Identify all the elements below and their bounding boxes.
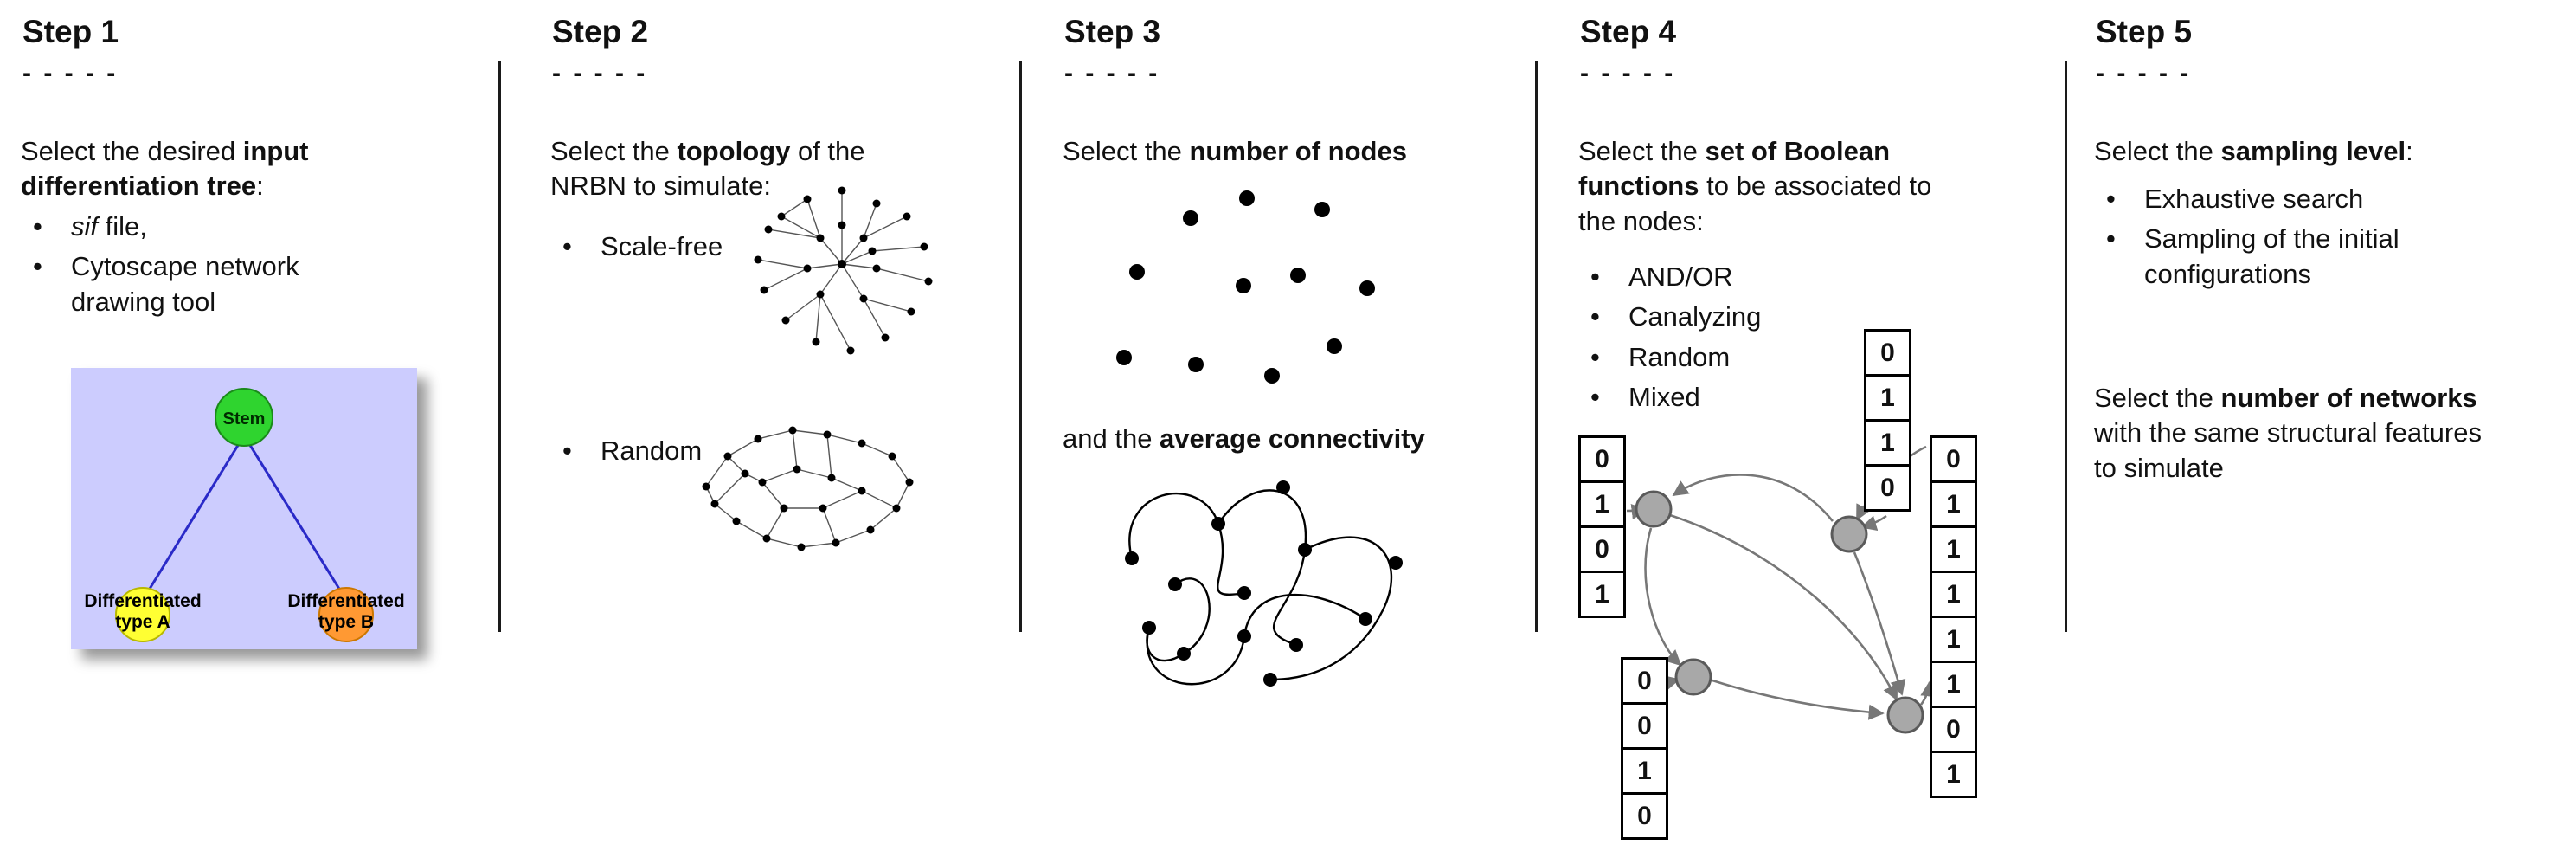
differentiation-tree-figure: Stem Differentiated type A Differentiate… (71, 368, 417, 649)
step-5-title: Step 5 (2096, 14, 2193, 49)
bullet-sampling-initial: Sampling of the initial configurations (2094, 222, 2490, 292)
bullet-mixed: Mixed (1578, 380, 2050, 416)
truth-table-cell: 0 (1578, 435, 1626, 483)
truth-table-cell: 1 (1930, 661, 1977, 708)
step-2-column: Step 2 - - - - - Select the topology of … (550, 0, 1009, 851)
step-3-intro: Select the number of nodes (1063, 136, 1407, 166)
truth-table-cell: 1 (1930, 571, 1977, 618)
truth-table-cell: 0 (1621, 792, 1668, 840)
boolean-network-graph (1626, 445, 1937, 734)
bullet-cytoscape: Cytoscape network drawing tool (21, 249, 357, 319)
truth-table-left: 0 1 0 1 (1578, 435, 1626, 618)
truth-table-cell: 1 (1930, 525, 1977, 573)
step-2-intro: Select the topology of the NRBN to simul… (550, 136, 865, 202)
truth-table-cell: 0 (1621, 702, 1668, 750)
truth-table-top: 0 1 1 0 (1864, 329, 1911, 512)
column-divider (1019, 61, 1022, 632)
step-5-dashes: - - - - - (2096, 59, 2192, 87)
step-1-title: Step 1 (22, 14, 119, 49)
scale-free-network-figure (754, 186, 933, 355)
step-4-column: Step 4 - - - - - Select the set of Boole… (1578, 0, 2050, 851)
step-5-networks-text: Select the number of networks with the s… (2094, 383, 2482, 483)
nodes-dots-figure (1116, 190, 1375, 384)
truth-table-bottom-left: 0 0 1 0 (1621, 657, 1668, 840)
truth-table-right: 0 1 1 1 1 1 0 1 (1930, 435, 1977, 798)
step-1-column: Step 1 - - - - - Select the desired inpu… (21, 0, 492, 851)
step-5-bullet-list: Exhaustive search Sampling of the initia… (2094, 182, 2566, 297)
network-node (1674, 658, 1712, 696)
truth-table-cell: 0 (1930, 706, 1977, 753)
stem-node (215, 388, 273, 447)
column-divider (2065, 61, 2067, 632)
step-5-column: Step 5 - - - - - Select the sampling lev… (2094, 0, 2566, 851)
truth-table-cell: 1 (1864, 419, 1911, 467)
step-4-intro: Select the set of Boolean functions to b… (1578, 136, 1932, 236)
type-a-label: Differentiated type A (84, 591, 202, 632)
column-divider (1535, 61, 1538, 632)
connectivity-graph-figure (1125, 480, 1403, 687)
type-b-node (318, 587, 374, 642)
truth-table-cell: 1 (1578, 480, 1626, 528)
step-1-dashes: - - - - - (22, 59, 119, 87)
step-5-intro: Select the sampling level: (2094, 136, 2413, 166)
stem-label: Stem (222, 409, 266, 429)
truth-table-cell: 0 (1621, 657, 1668, 705)
tree-edge (242, 435, 348, 601)
truth-table-cell: 1 (1621, 747, 1668, 795)
step-2-bullet-list: Scale-free Random (550, 229, 1009, 474)
column-divider (498, 61, 501, 632)
truth-table-cell: 1 (1930, 616, 1977, 663)
bullet-scale-free: Scale-free (550, 229, 1009, 265)
step-3-title: Step 3 (1064, 14, 1161, 49)
step-2-title: Step 2 (552, 14, 649, 49)
step-4-title: Step 4 (1580, 14, 1677, 49)
random-network-figure (702, 426, 914, 551)
bullet-canalyzing: Canalyzing (1578, 300, 2050, 335)
network-node (1830, 515, 1868, 553)
type-b-label: Differentiated type B (287, 591, 405, 632)
step-4-bullet-list: AND/OR Canalyzing Random Mixed (1578, 260, 2050, 420)
boolean-network-figure: 0 1 0 1 0 1 1 0 0 0 1 0 0 1 1 1 (1578, 294, 2050, 851)
truth-table-cell: 1 (1864, 374, 1911, 422)
truth-table-cell: 1 (1578, 571, 1626, 618)
network-node (1886, 696, 1924, 734)
step-3-column: Step 3 - - - - - Select the number of no… (1063, 0, 1530, 851)
step-2-dashes: - - - - - (552, 59, 648, 87)
bullet-random: Random (550, 434, 1009, 469)
truth-table-cell: 0 (1864, 464, 1911, 512)
type-a-node (115, 587, 170, 642)
step-4-dashes: - - - - - (1580, 59, 1676, 87)
network-node (1635, 490, 1673, 528)
step-1-intro: Select the desired input differentiation… (21, 136, 309, 202)
truth-table-cell: 1 (1930, 480, 1977, 528)
bullet-exhaustive-search: Exhaustive search (2094, 182, 2566, 217)
step-1-bullet-list: sif file, Cytoscape network drawing tool (21, 210, 492, 325)
truth-table-cell: 0 (1930, 435, 1977, 483)
truth-table-cell: 0 (1578, 525, 1626, 573)
step-3-connectivity: and the average connectivity (1063, 423, 1425, 454)
tree-edge (141, 435, 246, 601)
step-3-dashes: - - - - - (1064, 59, 1160, 87)
truth-table-cell: 1 (1930, 751, 1977, 798)
bullet-sif-file: sif file, (21, 210, 492, 245)
truth-table-cell: 0 (1864, 329, 1911, 377)
bullet-and-or: AND/OR (1578, 260, 2050, 295)
bullet-random-functions: Random (1578, 340, 2050, 376)
tree-graph (115, 388, 374, 642)
